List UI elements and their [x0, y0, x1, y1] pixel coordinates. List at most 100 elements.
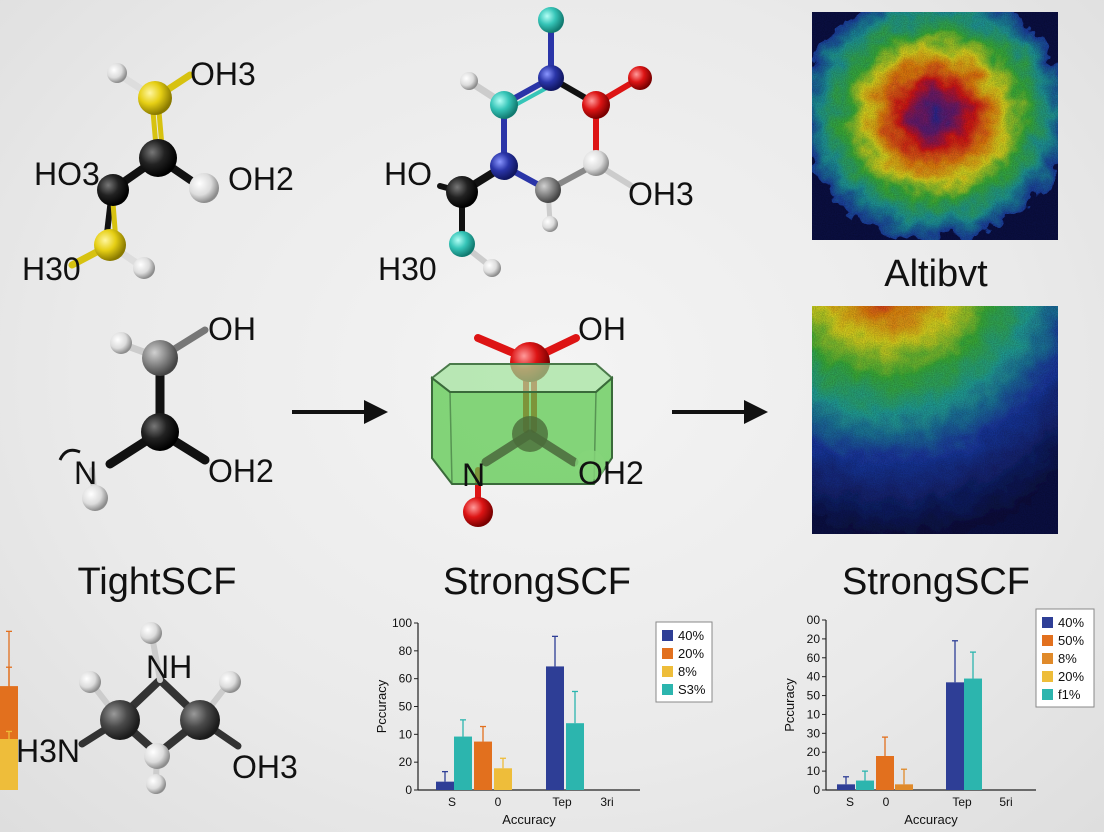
- atom-s: [138, 81, 172, 115]
- molecule-3: OH N OH2: [58, 311, 274, 511]
- atom-h: [538, 7, 564, 33]
- atom-c: [535, 177, 561, 203]
- x-tick-label: 0: [495, 795, 502, 809]
- bar: [454, 736, 472, 790]
- molecule-1: OH3 HO3 OH2 H30: [22, 56, 294, 287]
- y-tick-label: 50: [399, 700, 413, 714]
- atom-h: [460, 72, 478, 90]
- legend-swatch: [1042, 635, 1053, 646]
- atom-n: [538, 65, 564, 91]
- y-tick-label: 60: [399, 672, 413, 686]
- legend-swatch: [662, 648, 673, 659]
- x-tick-label: 5ri: [999, 795, 1012, 809]
- legend-label: 8%: [678, 664, 697, 679]
- atom-n: [490, 152, 518, 180]
- y-tick-label: 10: [399, 727, 413, 741]
- x-tick-label: S: [448, 795, 456, 809]
- atom-h: [110, 332, 132, 354]
- legend-label: f1%: [1058, 687, 1081, 702]
- legend-swatch: [662, 630, 673, 641]
- molecule-4: OH N OH2: [430, 311, 644, 527]
- atom-c: [97, 174, 129, 206]
- atom-h: [583, 150, 609, 176]
- legend-swatch: [1042, 653, 1053, 664]
- atom-o: [582, 91, 610, 119]
- atom-label: OH2: [228, 161, 294, 197]
- bar: [494, 768, 512, 790]
- y-tick-label: 60: [807, 651, 821, 665]
- atom-h: [107, 63, 127, 83]
- atom-c: [512, 416, 548, 452]
- y-tick-label: 0: [405, 783, 412, 797]
- atom-label: H30: [378, 251, 437, 287]
- heatmap-caption: Altibvt: [884, 253, 988, 295]
- atom-label: HO3: [34, 156, 100, 192]
- y-tick-label: 20: [807, 632, 821, 646]
- atom-c: [139, 139, 177, 177]
- y-axis-title: Pccuracy: [374, 679, 389, 733]
- x-tick-label: 0: [883, 795, 890, 809]
- bar: [837, 784, 855, 790]
- y-tick-label: 20: [807, 745, 821, 759]
- y-tick-label: 20: [399, 755, 413, 769]
- x-axis-title: Accuracy: [502, 812, 556, 827]
- atom-c: [100, 700, 140, 740]
- y-axis-title: Pccuracy: [782, 678, 797, 732]
- caption-strongscf-right: StrongSCF: [842, 561, 1030, 603]
- atom-h: [82, 485, 108, 511]
- atom-h: [575, 450, 605, 480]
- atom-label: H30: [22, 251, 81, 287]
- x-tick-label: 3ri: [600, 795, 613, 809]
- y-tick-label: 80: [399, 644, 413, 658]
- atom-c: [141, 413, 179, 451]
- arrow-right: [672, 400, 768, 424]
- atom-label: OH2: [578, 455, 644, 491]
- atom-h: [483, 259, 501, 277]
- legend-swatch: [662, 684, 673, 695]
- x-tick-label: Tep: [552, 795, 572, 809]
- atom-h: [133, 257, 155, 279]
- caption-tightscf: TightSCF: [77, 561, 236, 603]
- bar: [876, 756, 894, 790]
- bar: [0, 739, 18, 790]
- legend-label: 8%: [1058, 651, 1077, 666]
- x-axis-title: Accuracy: [904, 812, 958, 827]
- y-tick-label: 40: [807, 670, 821, 684]
- bar: [895, 784, 913, 790]
- y-tick-label: 10: [807, 707, 821, 721]
- legend-label: S3%: [678, 682, 706, 697]
- legend-label: 50%: [1058, 633, 1084, 648]
- heatmap-top: [812, 12, 1058, 240]
- bar: [946, 682, 964, 790]
- bar: [436, 781, 454, 790]
- atom-label: NH: [146, 649, 192, 685]
- x-tick-label: S: [846, 795, 854, 809]
- legend-label: 20%: [1058, 669, 1084, 684]
- atom-label: OH3: [232, 749, 298, 785]
- legend-swatch: [1042, 617, 1053, 628]
- atom-h: [144, 743, 170, 769]
- legend-label: 40%: [678, 628, 704, 643]
- y-tick-label: 100: [392, 616, 412, 630]
- atom-h: [79, 671, 101, 693]
- atom-h: [449, 231, 475, 257]
- molecule-2: HO OH3 H30: [378, 7, 694, 287]
- legend-label: 40%: [1058, 615, 1084, 630]
- bar: [566, 723, 584, 790]
- atom-c: [142, 340, 178, 376]
- bar: [474, 741, 492, 790]
- atom-label: OH: [208, 311, 256, 347]
- atom-h: [542, 216, 558, 232]
- legend-swatch: [1042, 689, 1053, 700]
- bar: [964, 678, 982, 790]
- atom-s: [94, 229, 126, 261]
- bar: [546, 666, 564, 790]
- y-tick-label: 30: [807, 726, 821, 740]
- y-tick-label: 50: [807, 689, 821, 703]
- atom-c: [446, 176, 478, 208]
- y-tick-label: 0: [813, 783, 820, 797]
- legend-swatch: [1042, 671, 1053, 682]
- arrow-right: [292, 400, 388, 424]
- atom-label: HO: [384, 156, 432, 192]
